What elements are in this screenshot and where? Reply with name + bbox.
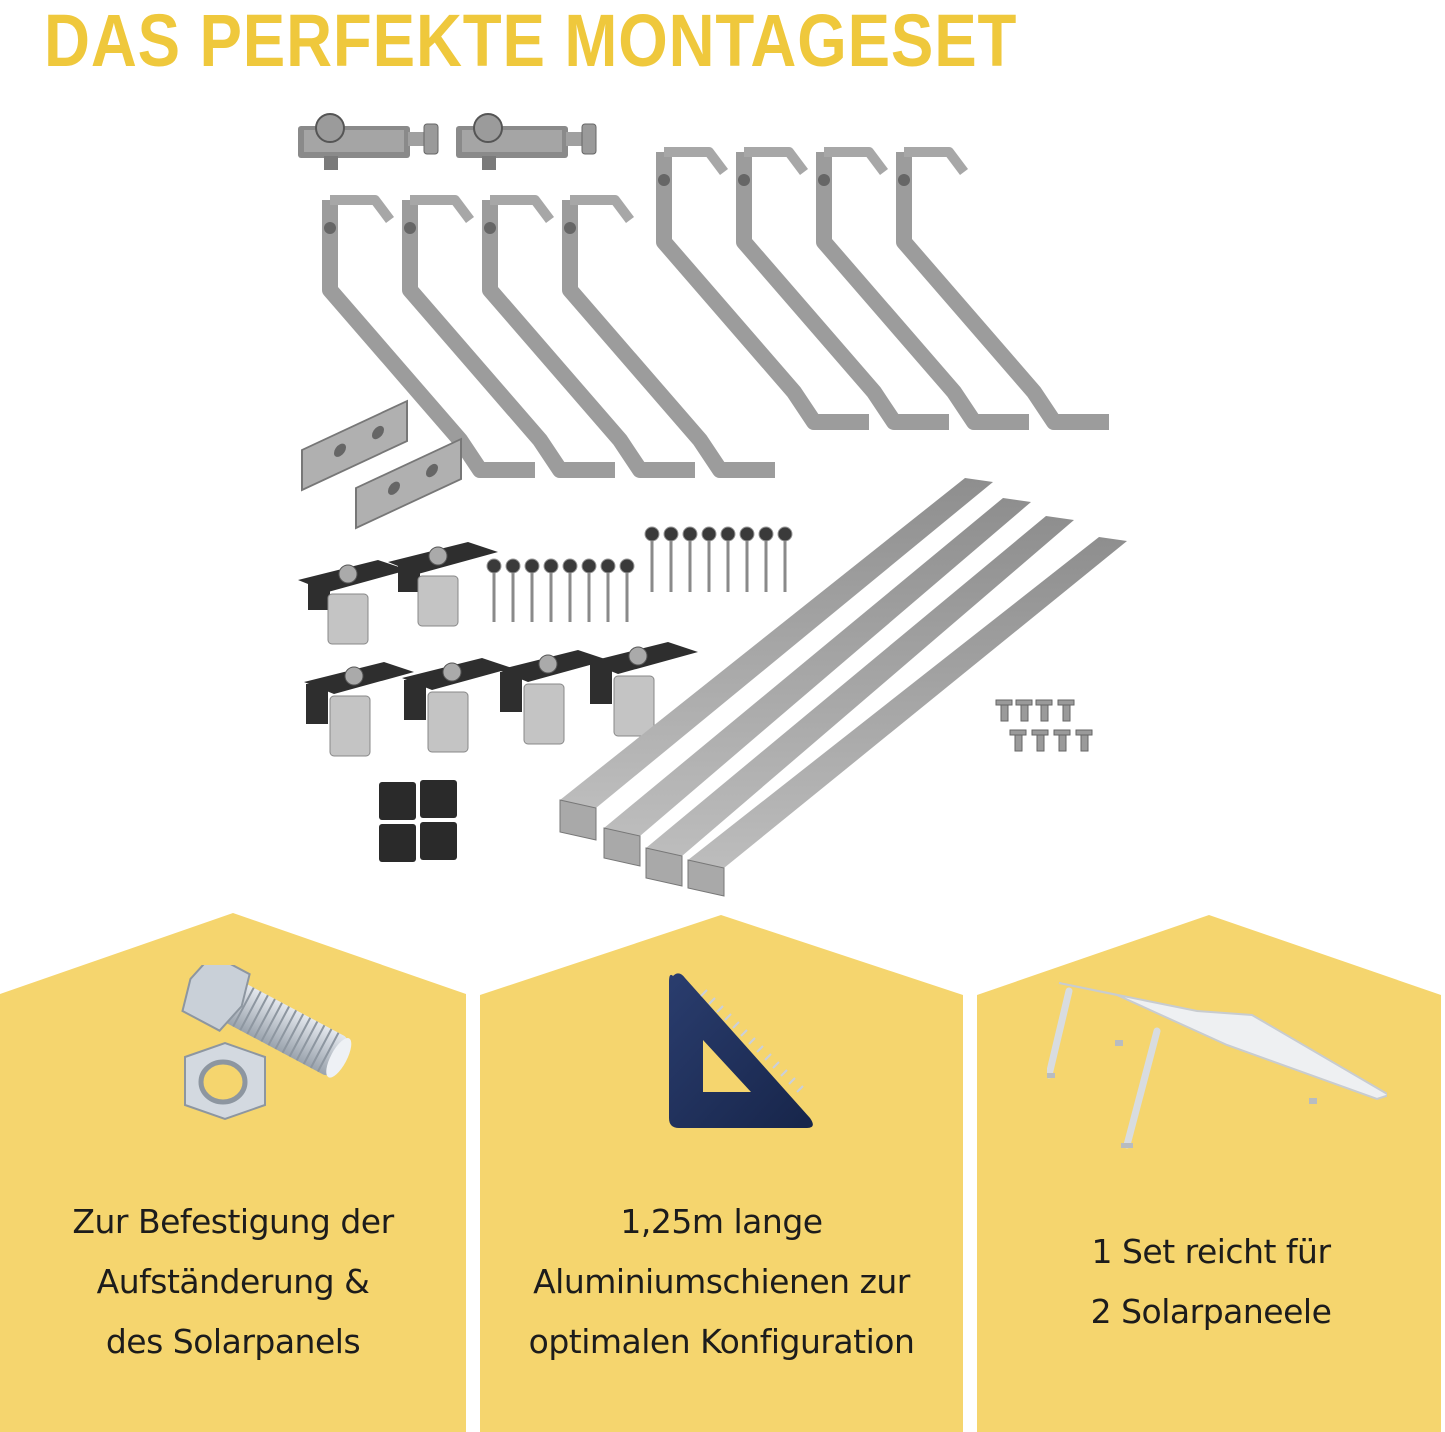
feature-card-set-coverage: 1 Set reicht für 2 Solarpaneele <box>977 0 1445 1432</box>
wood-screw-icon <box>486 526 793 622</box>
page-title: DAS PERFEKTE MONTAGESET <box>44 0 1018 82</box>
product-parts-illustration <box>298 113 1127 897</box>
card-background <box>480 915 963 1432</box>
card-background <box>977 915 1441 1432</box>
bolt-and-nut-icon <box>181 965 352 1121</box>
aluminium-rail-icon <box>559 478 1127 897</box>
feature-caption: Zur Befestigung der Aufständerung & des … <box>72 1202 394 1361</box>
end-cap-icon <box>379 780 457 862</box>
end-clamp-icon <box>298 542 698 757</box>
feature-card-rails: 1,25m lange Aluminiumschienen zur optima… <box>480 0 963 1432</box>
set-square-ruler-icon <box>669 973 813 1128</box>
t-bolt-icon <box>995 699 1093 752</box>
feature-caption: 1,25m lange Aluminiumschienen zur optima… <box>528 1202 915 1361</box>
feature-caption: 1 Set reicht für 2 Solarpaneele <box>1090 1232 1332 1331</box>
solar-panel-mount-icon <box>1047 982 1387 1149</box>
rail-splice-icon <box>301 399 462 530</box>
feature-card-fastening: Zur Befestigung der Aufständerung & des … <box>0 0 466 1432</box>
rail-connector-screw-icon <box>298 113 597 170</box>
